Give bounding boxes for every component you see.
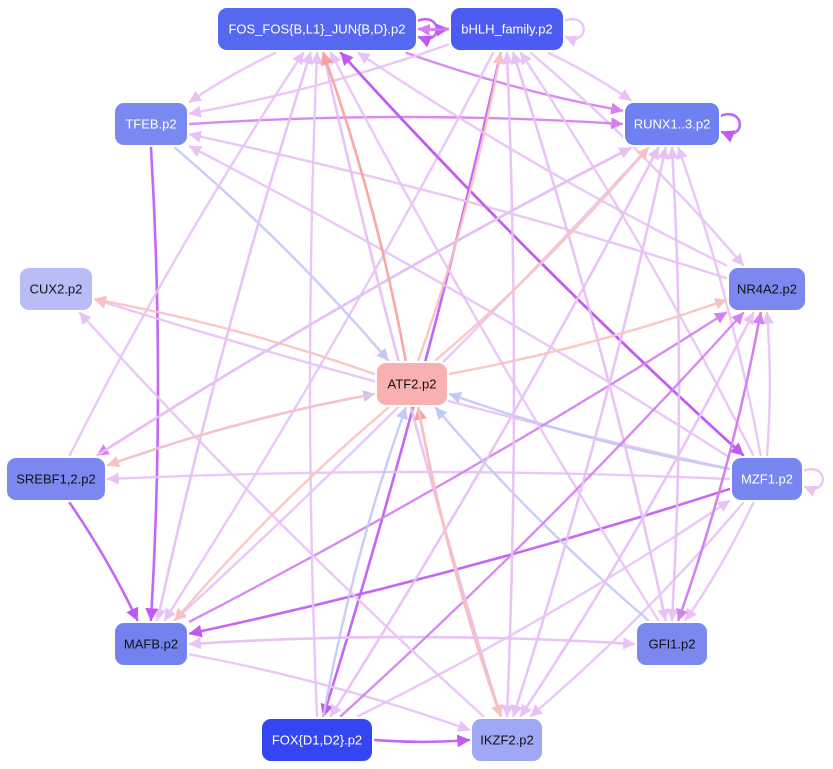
edge-FOX-to-FOS [308, 51, 323, 718]
edge-GFI1-to-ATF2 [434, 406, 650, 622]
edge-IKZF2-to-bHLH [501, 51, 516, 718]
edge-bHLH-to-TFEB [188, 43, 450, 118]
node-bhlh[interactable]: bHLH_family.p2 [449, 6, 565, 52]
edge-bHLH-to-MAFB [163, 51, 495, 622]
node-ikzf2[interactable]: IKZF2.p2 [470, 717, 544, 763]
edge-FOS-to-RUNX [405, 51, 624, 115]
edge-RUNX-to-FOX [329, 146, 660, 718]
edge-TFEB-to-MAFB [145, 146, 160, 622]
edge-ATF2-to-IKZF2 [417, 406, 503, 718]
node-box[interactable] [623, 101, 721, 147]
node-box[interactable] [5, 456, 107, 502]
edge-MZF1-to-FOS [339, 51, 745, 457]
edge-ATF2-to-NR4A2 [448, 297, 728, 375]
edge-FOS-to-TFEB [188, 51, 277, 103]
node-mzf1[interactable]: MZF1.p2 [730, 456, 804, 502]
edge-NR4A2-to-GFI1 [676, 311, 762, 622]
edge-MZF1-to-NR4A2 [761, 311, 774, 457]
node-fos[interactable]: FOS_FOS{B,L1}_JUN{B,D}.p2 [216, 6, 418, 52]
node-box[interactable] [635, 621, 709, 667]
node-fox[interactable]: FOX{D1,D2}.p2 [260, 717, 374, 763]
edge-ATF2-to-MAFB [173, 406, 390, 622]
node-tfeb[interactable]: TFEB.p2 [113, 101, 189, 147]
edge-NR4A2-to-FOS [357, 51, 728, 267]
edge-bHLH-to-RUNX [547, 51, 632, 102]
edge-MAFB-to-NR4A2 [188, 311, 728, 623]
edge-SREBF-to-FOS [68, 51, 305, 457]
node-box[interactable] [727, 266, 807, 312]
node-cux2[interactable]: CUX2.p2 [18, 266, 94, 312]
edge-SREBF-to-MAFB [68, 501, 139, 622]
edge-MAFB-to-IKZF2 [188, 653, 471, 732]
node-box[interactable] [730, 456, 804, 502]
node-box[interactable] [18, 266, 94, 312]
node-box[interactable] [449, 6, 565, 52]
edge-MZF1-to-MZF1 [801, 468, 824, 497]
edge-ATF2-to-FOS [321, 51, 407, 362]
edge-RUNX-to-SREBF [96, 146, 632, 457]
edge-FOX-to-IKZF2 [373, 734, 471, 748]
edge-MZF1-to-MAFB [188, 487, 731, 638]
edge-RUNX-to-RUNX [718, 112, 742, 143]
edge-NR4A2-to-TFEB [188, 130, 728, 280]
edge-IKZF2-to-RUNX [512, 146, 670, 718]
edge-TFEB-to-ATF2 [173, 146, 390, 362]
edge-SREBF-to-RUNX [96, 146, 632, 457]
node-box[interactable] [375, 361, 449, 407]
edge-GFI1-to-bHLH [510, 51, 667, 622]
node-box[interactable] [470, 717, 544, 763]
node-srebf[interactable]: SREBF1,2.p2 [5, 456, 107, 502]
edge-FOX-to-ATF2 [322, 406, 408, 718]
edge-ATF2-to-SREBF [106, 392, 376, 468]
node-nr4a2[interactable]: NR4A2.p2 [727, 266, 807, 312]
node-atf2[interactable]: ATF2.p2 [375, 361, 449, 407]
edge-GFI1-to-MAFB [188, 635, 636, 650]
node-box[interactable] [113, 101, 189, 147]
edge-MZF1-to-TFEB [188, 145, 731, 459]
nodes-layer: FOS_FOS{B,L1}_JUN{B,D}.p2 bHLH_family.p2T… [5, 6, 807, 763]
edge-MZF1-to-SREBF [106, 470, 731, 485]
edge-ATF2-to-CUX2 [93, 295, 376, 376]
edge-IKZF2-to-CUX2 [78, 311, 485, 718]
node-box[interactable] [260, 717, 374, 763]
edge-bHLH-to-FOS [417, 23, 450, 36]
edge-bHLH-to-bHLH [562, 18, 585, 47]
node-mafb[interactable]: MAFB.p2 [113, 621, 189, 667]
edge-ATF2-to-bHLH [417, 51, 505, 362]
node-box[interactable] [216, 6, 418, 52]
node-gfi1[interactable]: GFI1.p2 [635, 621, 709, 667]
edge-FOX-to-RUNX [329, 146, 660, 718]
edge-NR4A2-to-IKZF2 [519, 311, 755, 718]
edge-ATF2-to-RUNX [434, 146, 650, 362]
edge-MZF1-to-ATF2 [448, 392, 731, 470]
node-box[interactable] [113, 621, 189, 667]
node-runx[interactable]: RUNX1..3.p2 [623, 101, 721, 147]
edge-GFI1-to-FOS [329, 51, 660, 622]
edge-MAFB-to-FOS [156, 51, 313, 622]
edge-MZF1-to-GFI1 [684, 501, 755, 622]
edge-FOX-to-MZF1 [357, 499, 731, 718]
edge-FOX-to-NR4A2 [339, 311, 745, 718]
